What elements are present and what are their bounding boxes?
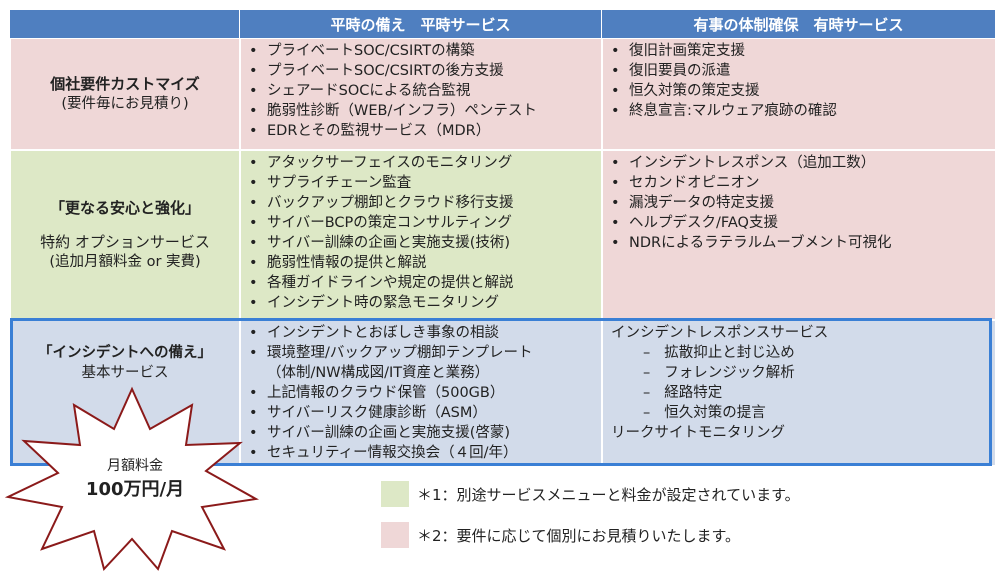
list-item: 脆弱性診断（WEB/インフラ）ペンテスト (241, 101, 601, 121)
incident-response-subitem: 拡散抑止と封じ込め (603, 343, 995, 363)
monthly-price: 月額料金 100万円/月 (70, 455, 200, 501)
list-item: サプライチェーン監査 (241, 173, 601, 193)
leak-site-monitoring: リークサイトモニタリング (611, 425, 785, 441)
list-item: 環境整理/バックアップ棚卸テンプレート (241, 343, 601, 363)
list-item: NDRによるラテラルムーブメント可視化 (603, 233, 995, 253)
row-label-custom: 個社要件カストマイズ (要件毎にお見積り) (10, 38, 240, 150)
price-starburst (4, 386, 260, 572)
list-item: インシデントレスポンス（追加工数） (603, 153, 995, 173)
list-item: EDRとその監視サービス（MDR） (241, 121, 601, 141)
list-item: 復旧要員の派遣 (603, 61, 995, 81)
list-item: 漏洩データの特定支援 (603, 193, 995, 213)
legend-text-green: ＊1：別途サービスメニューと料金が設定されています。 (417, 485, 800, 504)
list-item: シェアードSOCによる統合監視 (241, 81, 601, 101)
option-emergency-cell: インシデントレスポンス（追加工数） セカンドオピニオン 漏洩データの特定支援 ヘ… (602, 150, 996, 320)
monthly-price-label: 月額料金 (107, 458, 163, 474)
list-item: 上記情報のクラウド保管（500GB） (241, 383, 601, 403)
list-item: ヘルプデスク/FAQ支援 (603, 213, 995, 233)
list-item: バックアップ棚卸とクラウド移行支援 (241, 193, 601, 213)
custom-normal-cell: プライベートSOC/CSIRTの構築 プライベートSOC/CSIRTの後方支援 … (240, 38, 602, 150)
legend-text-pink: ＊2：要件に応じて個別にお見積りいたします。 (417, 526, 741, 545)
list-item: 脆弱性情報の提供と解説 (241, 253, 601, 273)
list-item: サイバー訓練の企画と実施支援(技術) (241, 233, 601, 253)
monthly-price-amount: 100万円/月 (85, 479, 185, 500)
row-note-option: (追加月額料金 or 実費) (49, 254, 201, 270)
incident-response-subitem: フォレンジック解析 (603, 363, 995, 383)
list-item: 各種ガイドラインや規定の提供と解説 (241, 273, 601, 293)
legend-pink: ＊2：要件に応じて個別にお見積りいたします。 (381, 522, 740, 548)
legend-swatch-pink (381, 522, 409, 548)
row-title-option: 「更なる安心と強化」 (49, 199, 200, 217)
basic-emergency-cell: インシデントレスポンスサービス 拡散抑止と封じ込め フォレンジック解析 経路特定… (602, 320, 996, 466)
header-normal-service: 平時の備え 平時サービス (240, 10, 602, 38)
list-item: 恒久対策の策定支援 (603, 81, 995, 101)
list-item: セカンドオピニオン (603, 173, 995, 193)
row-subtitle-option: 特約 オプションサービス (40, 233, 210, 251)
legend-green: ＊1：別途サービスメニューと料金が設定されています。 (381, 481, 800, 507)
list-item: インシデント時の緊急モニタリング (241, 293, 601, 313)
list-item: サイバーBCPの策定コンサルティング (241, 213, 601, 233)
list-item: インシデントとおぼしき事象の相談 (241, 323, 601, 343)
header-emergency-service: 有事の体制確保 有時サービス (602, 10, 996, 38)
row-subtitle-custom: (要件毎にお見積り) (61, 96, 189, 112)
list-item: 終息宣言:マルウェア痕跡の確認 (603, 101, 995, 121)
list-item: セキュリティー情報交換会（４回/年） (241, 443, 601, 463)
list-item: プライベートSOC/CSIRTの構築 (241, 41, 601, 61)
row-title-custom: 個社要件カストマイズ (50, 75, 200, 93)
list-item: サイバー訓練の企画と実施支援(啓蒙) (241, 423, 601, 443)
list-item: サイバーリスク健康診断（ASM） (241, 403, 601, 423)
incident-response-subitem: 恒久対策の提言 (603, 403, 995, 423)
header-empty (10, 10, 240, 38)
legend-swatch-green (381, 481, 409, 507)
incident-response-subitem: 経路特定 (603, 383, 995, 403)
row-subtitle-basic: 基本サービス (81, 365, 169, 381)
list-item: プライベートSOC/CSIRTの後方支援 (241, 61, 601, 81)
list-item: アタックサーフェイスのモニタリング (241, 153, 601, 173)
row-label-option: 「更なる安心と強化」 特約 オプションサービス (追加月額料金 or 実費) (10, 150, 240, 320)
custom-emergency-cell: 復旧計画策定支援 復旧要員の派遣 恒久対策の策定支援 終息宣言:マルウェア痕跡の… (602, 38, 996, 150)
row-title-basic: 「インシデントへの備え」 (38, 345, 212, 361)
list-item: 復旧計画策定支援 (603, 41, 995, 61)
option-normal-cell: アタックサーフェイスのモニタリング サプライチェーン監査 バックアップ棚卸とクラ… (240, 150, 602, 320)
basic-normal-cell: インシデントとおぼしき事象の相談 環境整理/バックアップ棚卸テンプレート （体制… (240, 320, 602, 466)
incident-response-title: インシデントレスポンスサービス (611, 325, 829, 341)
list-item-continuation: （体制/NW構成図/IT資産と業務） (267, 365, 490, 381)
